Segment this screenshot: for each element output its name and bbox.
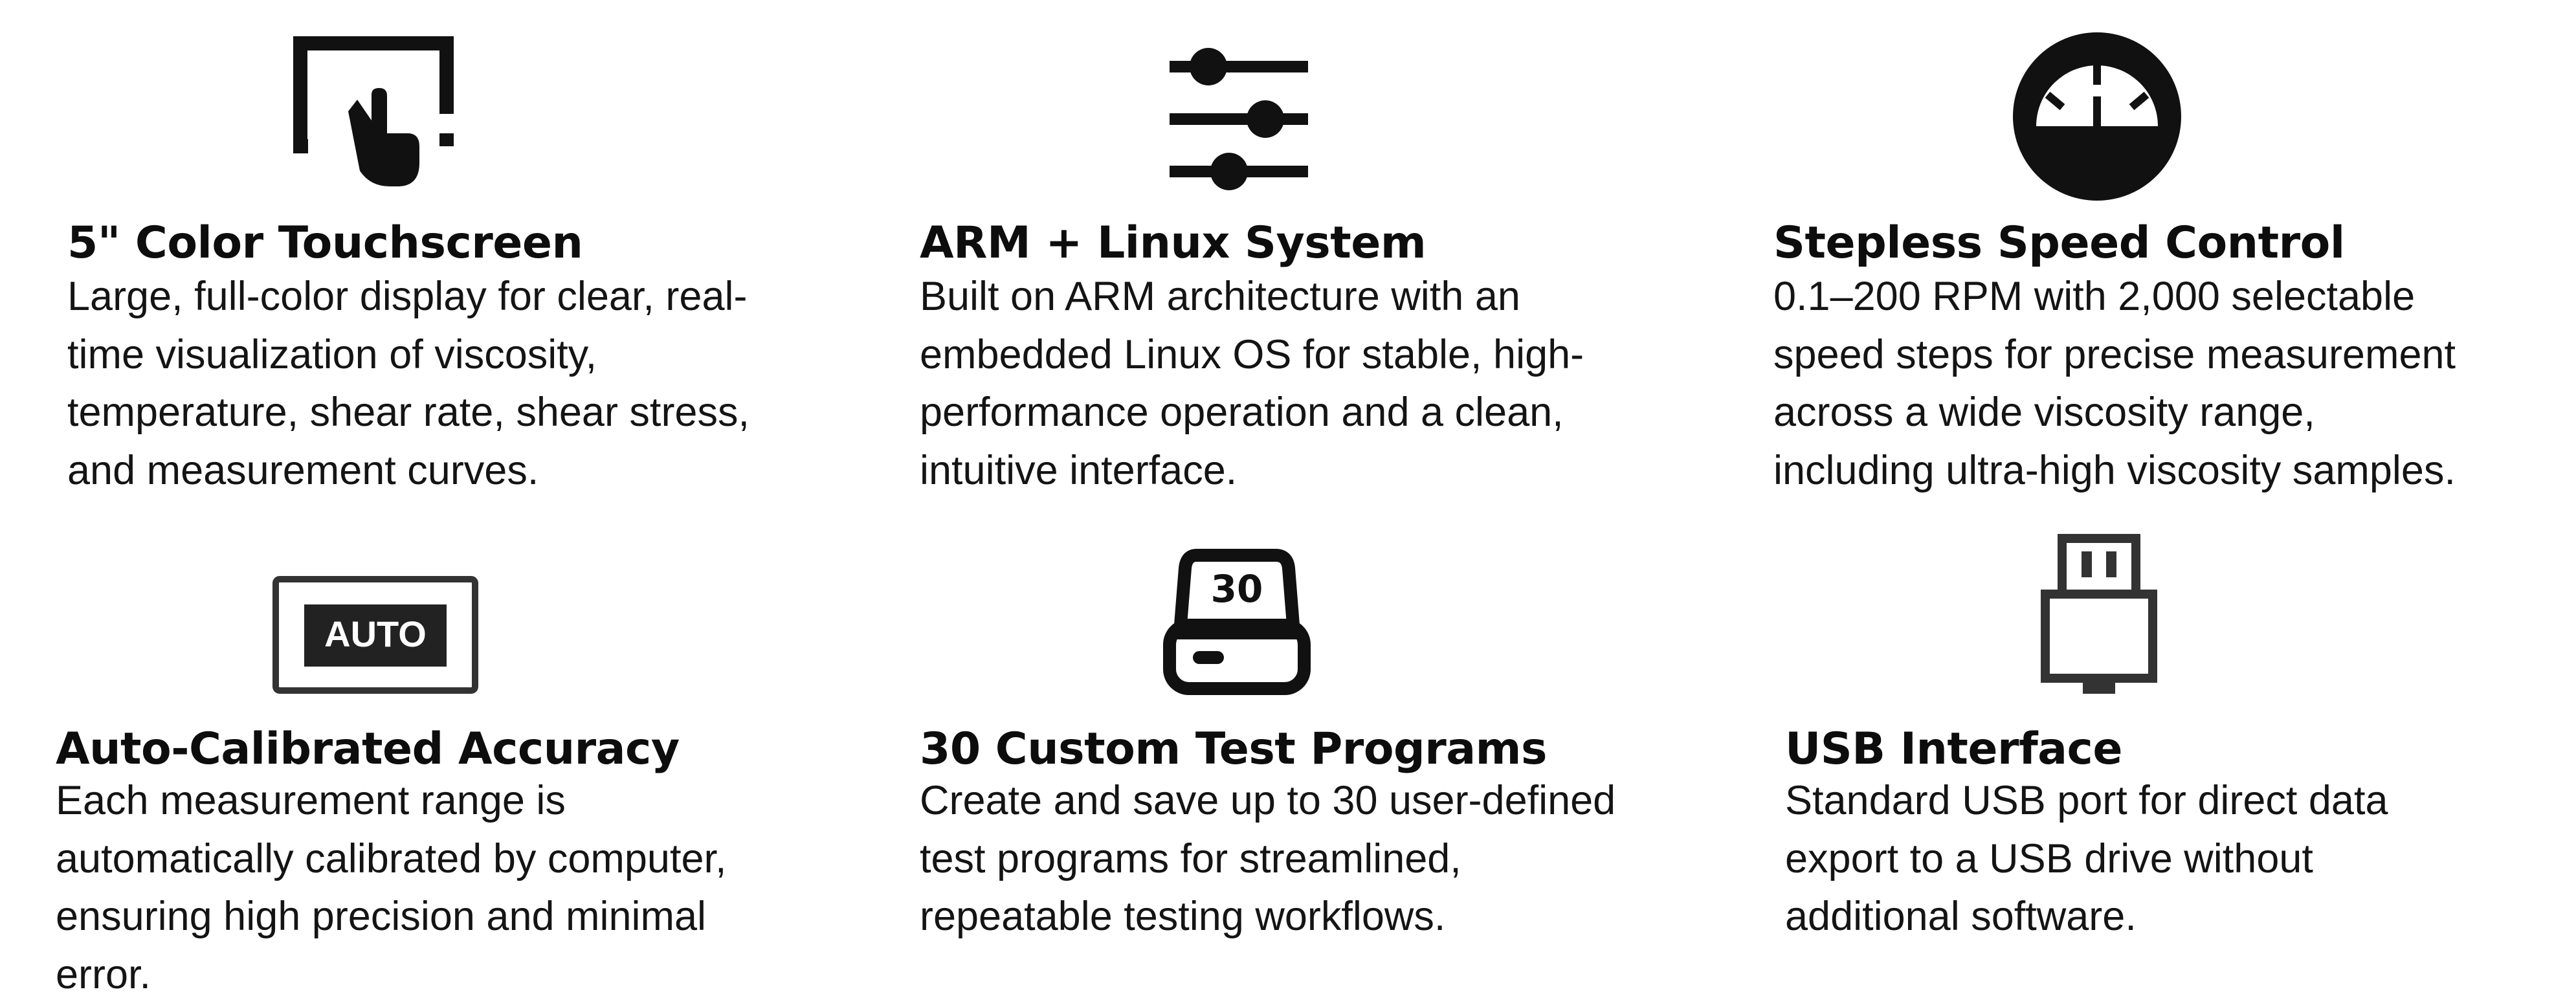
description-line: ensuring high precision and minimal (56, 894, 707, 939)
description-line: 0.1–200 RPM with 2,000 selectable (1773, 274, 2415, 319)
sliders-icon (1167, 41, 1311, 190)
description-line: Each measurement range is (56, 778, 566, 823)
description-line: repeatable testing workflows. (920, 894, 1446, 939)
usb-drive-icon (2039, 533, 2159, 696)
description-line: test programs for streamlined, (920, 835, 1461, 881)
feature-description: Large, full-color display for clear, rea… (67, 268, 749, 500)
description-line: temperature, shear rate, shear stress, (67, 390, 749, 435)
description-line: automatically calibrated by computer, (56, 835, 727, 881)
description-line: Built on ARM architecture with an (920, 274, 1520, 319)
touchscreen-tap-icon (293, 36, 454, 192)
description-line: including ultra-high viscosity samples. (1773, 447, 2456, 493)
description-line: Large, full-color display for clear, rea… (67, 274, 748, 319)
description-line: embedded Linux OS for stable, high- (920, 331, 1584, 377)
feature-title: Stepless Speed Control (1773, 217, 2345, 269)
feature-title: Auto-Calibrated Accuracy (56, 724, 680, 775)
description-line: export to a USB drive without (1785, 835, 2313, 881)
feature-title: ARM + Linux System (920, 217, 1427, 269)
description-line: Standard USB port for direct data (1785, 778, 2388, 823)
description-line: error. (56, 951, 151, 997)
description-line: Create and save up to 30 user-defined (920, 778, 1616, 823)
auto-calibration-icon: AUTO (272, 575, 479, 694)
feature-description: Standard USB port for direct data export… (1785, 772, 2388, 946)
description-line: additional software. (1785, 894, 2137, 939)
feature-description: Each measurement range is automatically … (56, 772, 727, 1004)
feature-title: USB Interface (1785, 724, 2122, 775)
auto-label: AUTO (324, 614, 427, 654)
description-line: time visualization of viscosity, (67, 331, 597, 377)
feature-description: Create and save up to 30 user-defined te… (920, 772, 1616, 946)
storage-drive-icon: 30 (1160, 548, 1313, 696)
feature-title: 30 Custom Test Programs (920, 724, 1548, 775)
feature-description: Built on ARM architecture with an embedd… (920, 268, 1584, 500)
speedometer-icon (2012, 32, 2182, 201)
drive-label: 30 (1211, 567, 1263, 611)
description-line: intuitive interface. (920, 447, 1238, 493)
description-line: performance operation and a clean, (920, 390, 1564, 435)
description-line: speed steps for precise measurement (1773, 331, 2456, 377)
feature-description: 0.1–200 RPM with 2,000 selectable speed … (1773, 268, 2456, 500)
feature-title: 5" Color Touchscreen (67, 217, 583, 269)
description-line: and measurement curves. (67, 447, 539, 493)
description-line: across a wide viscosity range, (1773, 390, 2315, 435)
